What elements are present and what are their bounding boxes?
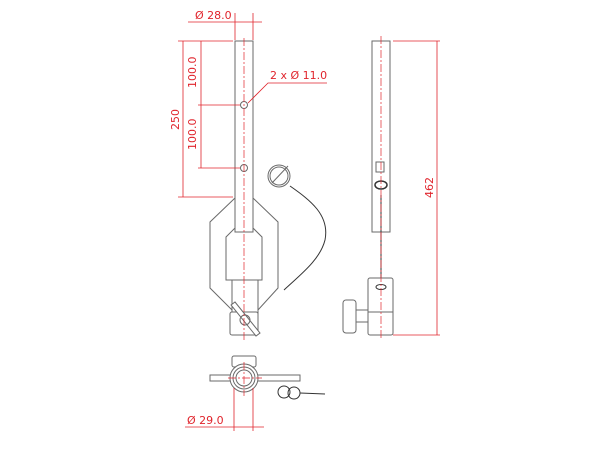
dim-tube-length: 250 <box>169 109 182 130</box>
side-socket <box>367 277 394 336</box>
bolt-head <box>239 314 251 326</box>
side-view <box>342 36 394 340</box>
front-view <box>209 38 327 340</box>
lynch-pin-bar <box>271 165 289 184</box>
wing-bolt <box>230 301 261 337</box>
dim-holes: 2 x Ø 11.0 <box>270 69 327 82</box>
lynch-pin-ring-inner <box>269 166 289 186</box>
safety-cable <box>283 185 327 291</box>
dim-hole-spacing-bottom: 100.0 <box>186 119 199 151</box>
side-knob-stem <box>355 309 369 323</box>
front-dimensions: Ø 28.0 100.0 100.0 250 2 x Ø 11.0 <box>169 9 327 198</box>
side-knob <box>342 299 357 334</box>
side-dimensions: 462 <box>393 40 440 336</box>
bottom-cable <box>299 392 326 395</box>
hole-leader <box>247 82 327 104</box>
dim-socket-diameter: Ø 29.0 <box>187 414 224 427</box>
dim-total-height: 462 <box>423 177 436 198</box>
side-pin-clip <box>375 161 385 173</box>
bottom-dimensions: Ø 29.0 <box>185 388 264 431</box>
dim-hole-spacing-top: 100.0 <box>186 57 199 89</box>
dim-tube-diameter: Ø 28.0 <box>195 9 232 22</box>
bottom-view <box>209 355 326 400</box>
bottom-pin-ring-a <box>277 385 291 399</box>
